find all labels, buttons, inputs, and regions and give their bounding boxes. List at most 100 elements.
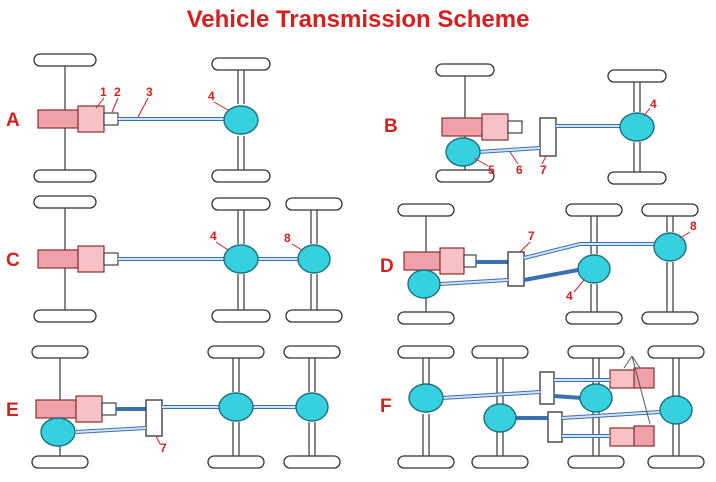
scheme-a: A 1 2 3 4 bbox=[6, 53, 271, 183]
rear-differential bbox=[295, 392, 329, 422]
clutch bbox=[507, 120, 523, 134]
wheel bbox=[647, 455, 705, 469]
gearbox bbox=[77, 245, 105, 273]
part-label: 4 bbox=[650, 97, 657, 111]
wheel bbox=[397, 311, 455, 325]
scheme-label-d: D bbox=[380, 256, 394, 277]
scheme-label-c: C bbox=[6, 250, 20, 271]
engine-lower bbox=[633, 425, 655, 447]
wheel bbox=[33, 195, 97, 209]
gearbox bbox=[77, 105, 105, 133]
wheel bbox=[397, 455, 455, 469]
engine bbox=[441, 117, 483, 137]
diagram-title: Vehicle Transmission Scheme bbox=[186, 6, 530, 33]
scheme-label-b: B bbox=[384, 116, 398, 137]
engine-upper bbox=[633, 367, 655, 389]
transfer-case bbox=[145, 399, 163, 437]
transfer-case bbox=[539, 117, 557, 157]
scheme-label-f: F bbox=[380, 396, 392, 417]
wheel bbox=[33, 169, 97, 183]
wheel bbox=[435, 169, 495, 183]
gearbox bbox=[439, 247, 465, 275]
scheme-label-a: A bbox=[6, 110, 20, 131]
wheel bbox=[565, 311, 623, 325]
wheel bbox=[207, 345, 265, 359]
wheel bbox=[211, 309, 271, 323]
axle-2 bbox=[496, 358, 504, 456]
wheel bbox=[471, 345, 529, 359]
mid-axle bbox=[590, 216, 598, 312]
part-label: 8 bbox=[690, 219, 697, 233]
wheel bbox=[641, 311, 699, 325]
wheel bbox=[211, 169, 271, 183]
gearbox-lower bbox=[609, 427, 635, 447]
rear-axle bbox=[666, 216, 674, 312]
front-differential bbox=[445, 137, 481, 167]
mid-differential bbox=[577, 254, 611, 284]
wheel bbox=[397, 345, 455, 359]
wheel bbox=[641, 203, 699, 217]
wheel bbox=[283, 345, 341, 359]
engine bbox=[37, 249, 79, 269]
wheel bbox=[211, 57, 271, 71]
wheel bbox=[33, 53, 97, 67]
gearbox bbox=[481, 113, 509, 141]
part-label: 6 bbox=[516, 163, 523, 177]
wheel bbox=[31, 345, 89, 359]
wheel bbox=[397, 203, 455, 217]
engine bbox=[35, 399, 77, 419]
transfer-case bbox=[507, 251, 525, 287]
rear-axle bbox=[633, 82, 641, 172]
scheme-c: C 4 8 bbox=[6, 195, 343, 323]
wheel bbox=[567, 455, 625, 469]
wheel bbox=[211, 197, 271, 211]
engine bbox=[403, 251, 441, 271]
transfer-case-lower bbox=[547, 411, 563, 443]
gearbox-upper bbox=[609, 369, 635, 389]
differential bbox=[223, 105, 259, 135]
part-label: 3 bbox=[146, 85, 153, 99]
scheme-e: E 7 bbox=[6, 345, 341, 469]
wheel bbox=[285, 197, 343, 211]
wheel bbox=[435, 63, 495, 77]
wheel bbox=[207, 455, 265, 469]
axle-1 bbox=[422, 358, 430, 456]
wheel bbox=[567, 345, 625, 359]
transfer-case-upper bbox=[539, 371, 555, 405]
wheel bbox=[647, 345, 705, 359]
wheel bbox=[607, 171, 667, 185]
part-label: 7 bbox=[160, 441, 167, 455]
wheel bbox=[565, 203, 623, 217]
rear-differential bbox=[653, 232, 687, 262]
clutch bbox=[463, 254, 477, 268]
rear-axle bbox=[308, 358, 316, 456]
scheme-b: B 4 5 6 7 bbox=[384, 63, 667, 185]
rear-differential bbox=[619, 112, 655, 142]
rear-axle bbox=[237, 70, 245, 170]
scheme-f: F bbox=[380, 345, 705, 469]
mid-axle bbox=[237, 210, 245, 310]
wheel bbox=[31, 455, 89, 469]
rear-axle bbox=[310, 210, 318, 310]
part-label: 7 bbox=[540, 163, 547, 177]
clutch bbox=[103, 252, 119, 266]
mid-axle bbox=[232, 358, 240, 456]
axle-3 bbox=[592, 358, 600, 456]
part-label: 5 bbox=[488, 163, 495, 177]
front-differential bbox=[407, 269, 441, 299]
wheel bbox=[33, 309, 97, 323]
part-label: 8 bbox=[284, 231, 291, 245]
part-label: 4 bbox=[208, 89, 215, 103]
differential-3 bbox=[579, 383, 613, 413]
wheel bbox=[285, 309, 343, 323]
differential-1 bbox=[408, 383, 444, 413]
wheel bbox=[607, 69, 667, 83]
part-label: 4 bbox=[566, 289, 573, 303]
gearbox bbox=[75, 395, 103, 423]
axle-4 bbox=[672, 358, 680, 456]
rear-differential bbox=[297, 244, 331, 274]
differential bbox=[223, 244, 259, 274]
mid-differential bbox=[218, 392, 254, 422]
front-differential bbox=[40, 417, 76, 447]
